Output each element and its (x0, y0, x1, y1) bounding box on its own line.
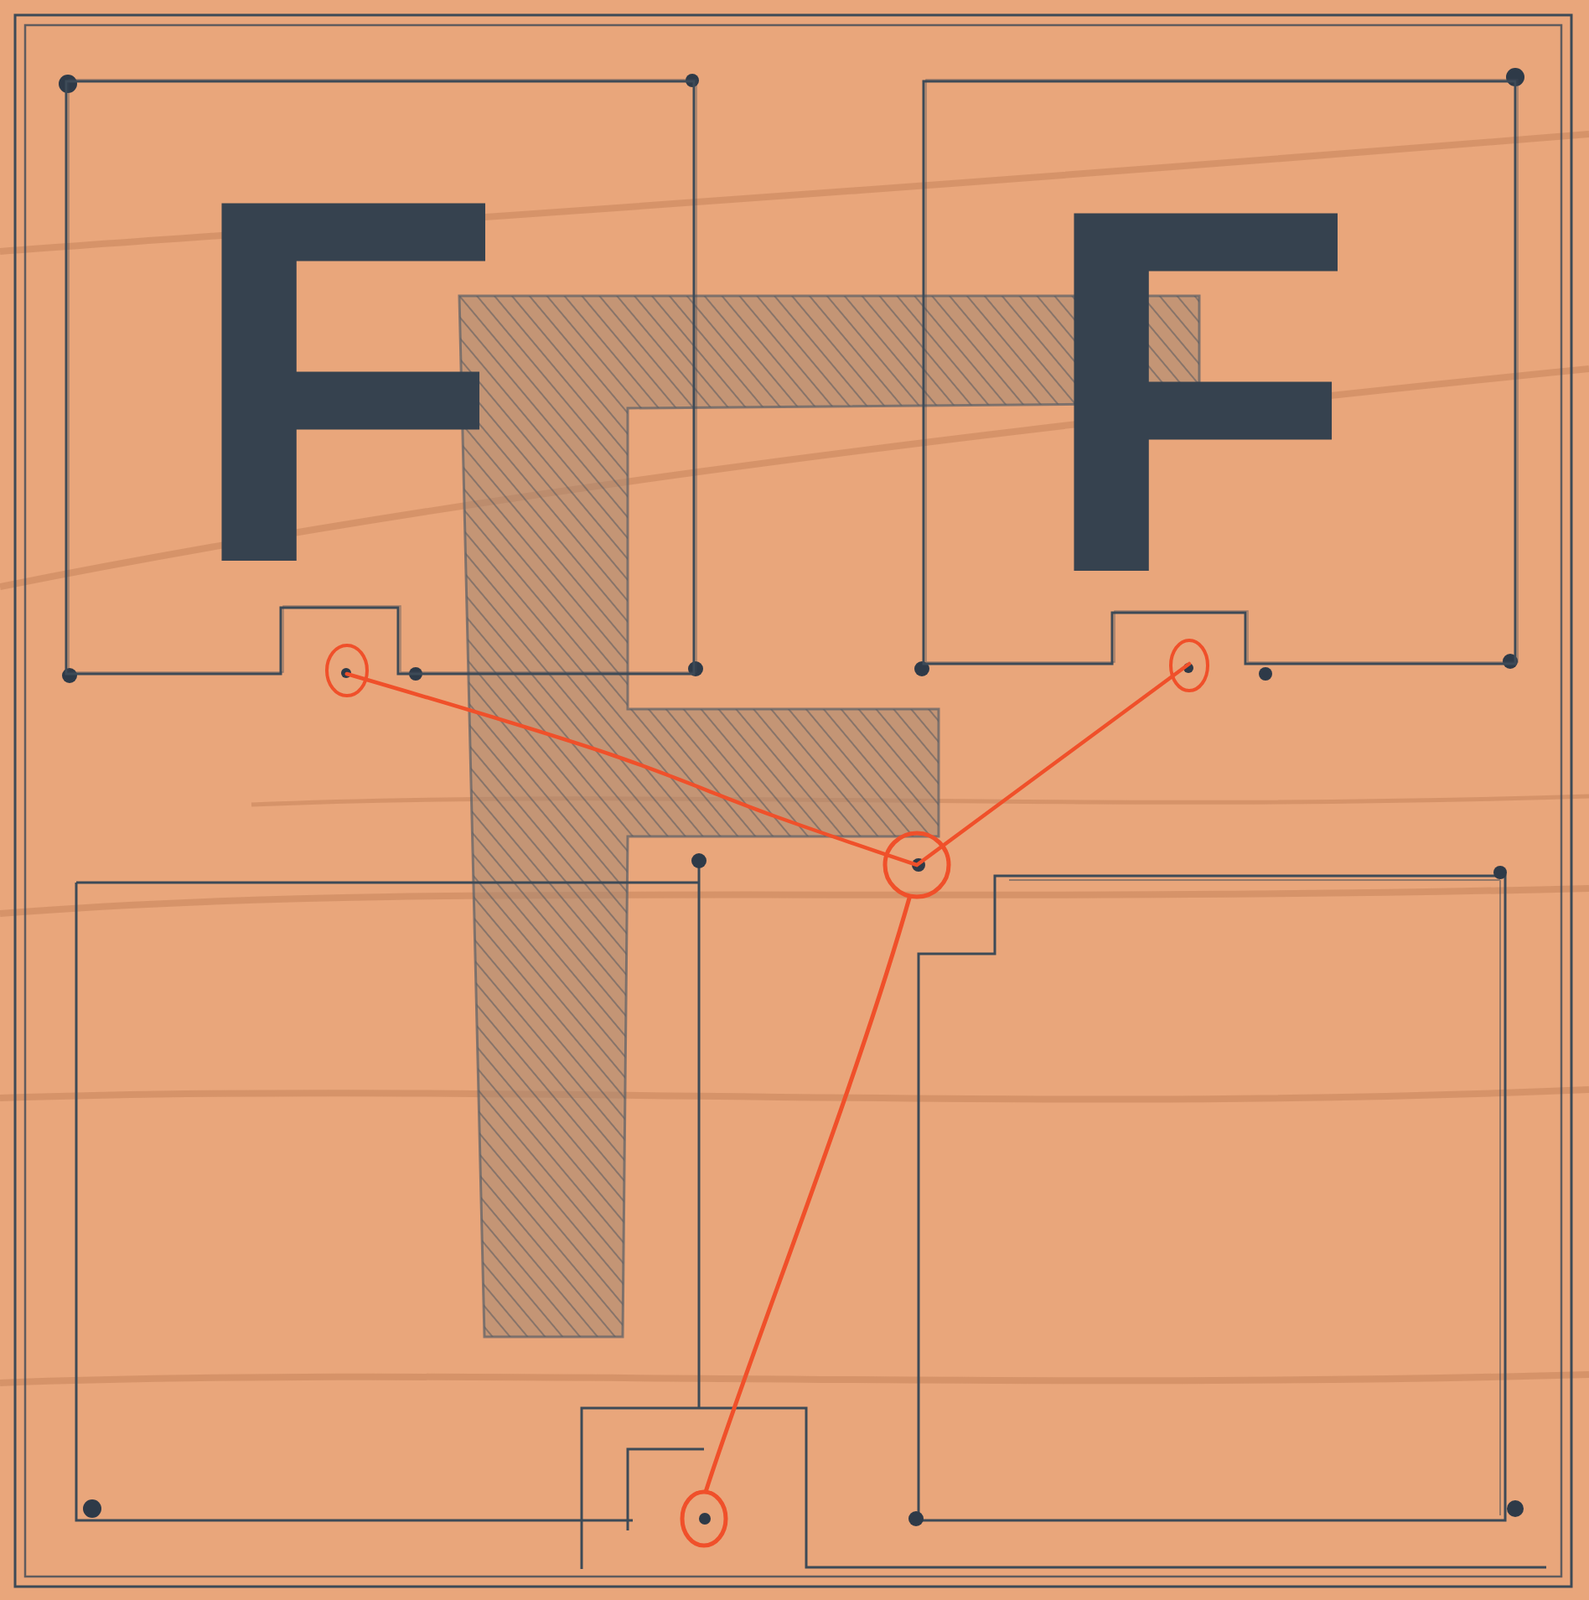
room-outline (923, 81, 1516, 664)
room-outline (66, 81, 694, 674)
grain-line (0, 1089, 1589, 1100)
room-outline (627, 1449, 704, 1531)
wiring (326, 640, 1208, 1546)
corner-dot (691, 853, 707, 869)
corner-dot (82, 1499, 102, 1518)
port-ring (326, 645, 368, 696)
corner-dot (908, 1511, 924, 1527)
branch-wire (705, 895, 911, 1492)
frame-outline (25, 25, 1562, 1577)
corner-dot (1493, 865, 1507, 880)
frame-outline (15, 15, 1572, 1587)
letter-glyph: F (186, 120, 505, 641)
grain-line (0, 888, 1589, 914)
grain-line (0, 1374, 1589, 1383)
corner-dot (62, 667, 78, 684)
room-outline (926, 79, 1518, 663)
corner-dot (1506, 1500, 1524, 1517)
room-box: F (923, 81, 1516, 664)
room-box: F (66, 81, 694, 674)
corner-dot (1258, 667, 1273, 681)
room-outline (76, 857, 699, 1521)
outer-frame (15, 15, 1572, 1587)
room-outline (918, 875, 1506, 1521)
port-dot (698, 1512, 711, 1525)
corner-dots (58, 67, 1525, 1527)
room-outlines (76, 857, 1547, 1569)
letter-glyph: F (1039, 130, 1357, 651)
wire-connector (346, 663, 1190, 865)
port-dots (341, 662, 1194, 1525)
room-outline (1009, 879, 1501, 1516)
port-ring (682, 1491, 726, 1546)
corner-dot (58, 74, 78, 94)
room-outline (68, 79, 697, 673)
